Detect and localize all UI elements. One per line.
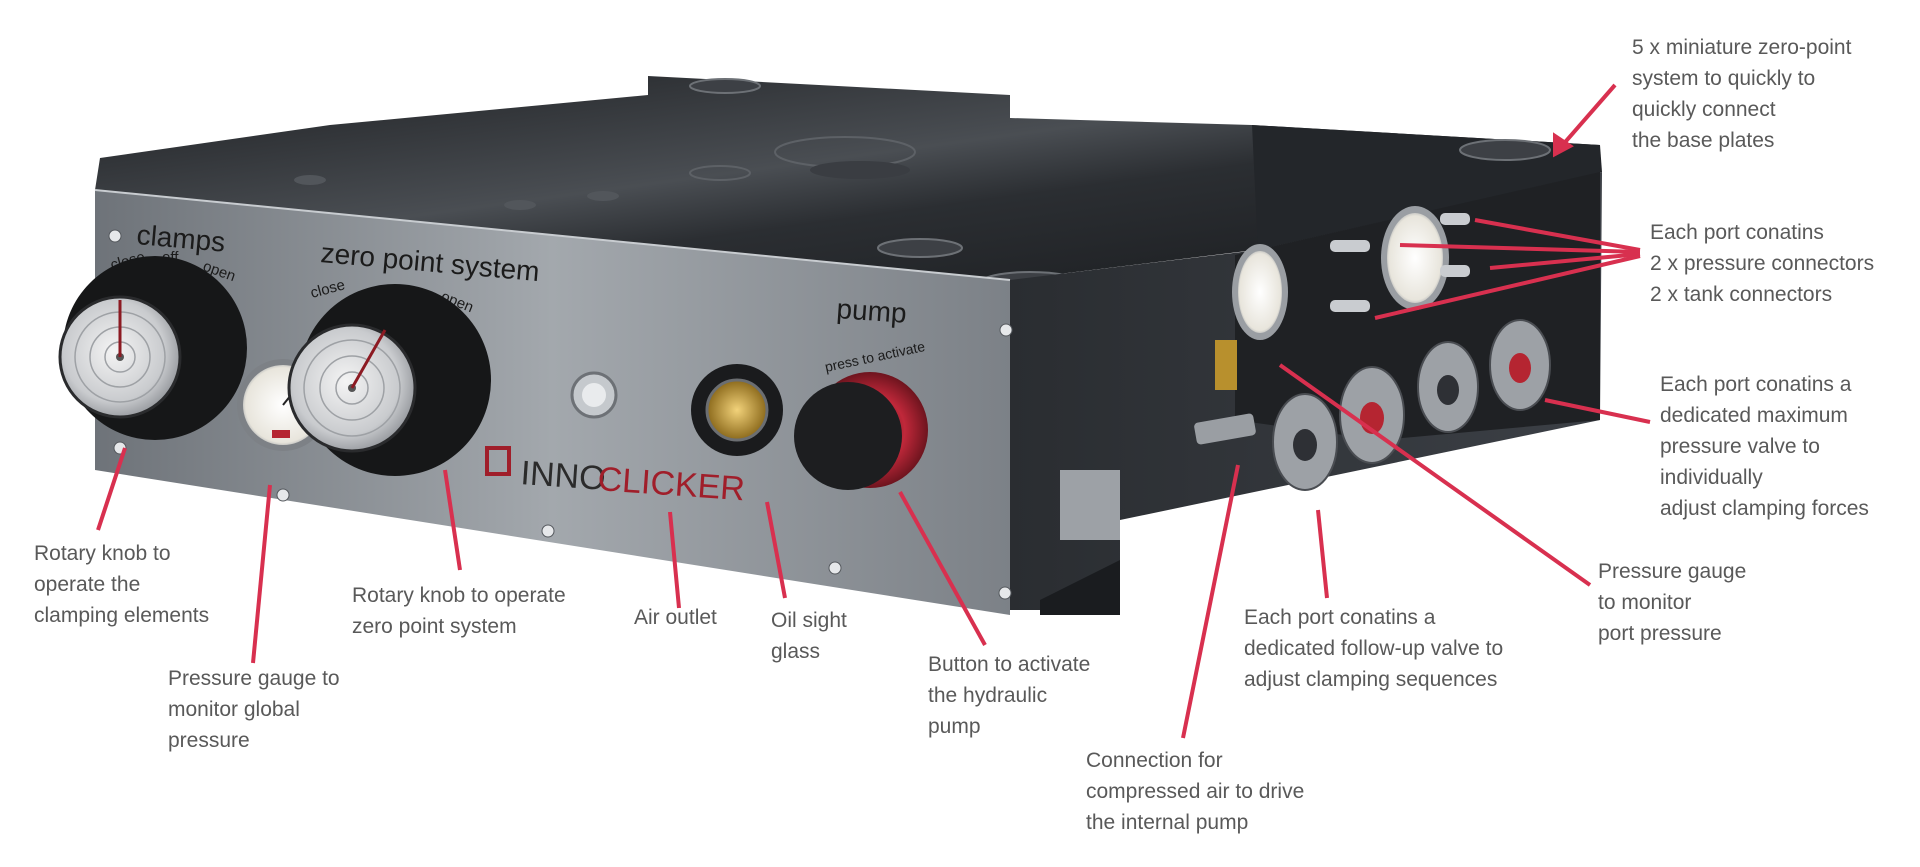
callout-zero-point-miniature: 5 x miniature zero-point system to quick…: [1632, 36, 1852, 152]
callout-hydraulic-button: Button to activate the hydraulic pump: [928, 653, 1091, 738]
panel-screw: [828, 561, 842, 575]
side-block: [1060, 470, 1120, 540]
zero-point-socket: [689, 78, 761, 94]
arrow-port-pressure-gauge: [1278, 363, 1592, 587]
panel-screw: [999, 323, 1013, 337]
arrow-clamp-knob: [96, 447, 127, 531]
arrow-zero-point-miniature: [1558, 83, 1617, 150]
panel-screw: [108, 229, 122, 243]
top-bolt: [587, 191, 619, 201]
brand-inno: INNO: [519, 454, 606, 498]
device-top-surface: [95, 76, 1602, 295]
arrow-port-connectors: [1489, 252, 1641, 270]
label-clamps: clamps: [135, 219, 226, 258]
front-panel: [94, 189, 1013, 615]
top-bolt: [504, 200, 536, 210]
compressed-air-connector: [1194, 413, 1256, 445]
zero-point-socket: [877, 238, 963, 258]
air-outlet: [570, 371, 618, 419]
top-recess-hole: [810, 161, 910, 179]
arrow-hydraulic-button: [898, 491, 987, 646]
arrow-global-gauge: [251, 484, 272, 664]
callout-max-pressure-valve: Each port conatins a dedicated maximum p…: [1660, 373, 1869, 520]
callout-global-gauge: Pressure gauge to monitor global pressur…: [168, 667, 340, 752]
callout-arrows: [96, 83, 1651, 739]
zero-point-knob[interactable]: [287, 284, 491, 476]
hydraulic-pump-button[interactable]: [794, 372, 928, 490]
clamp-knob[interactable]: [58, 256, 247, 440]
arrow-compressed-air: [1181, 464, 1240, 739]
callout-air-outlet: Air outlet: [634, 606, 717, 629]
port-pressure-gauge: [1232, 206, 1449, 340]
follow-up-valve: [1272, 341, 1479, 491]
brand-logo: INNO CLICKER: [485, 446, 746, 508]
callout-compressed-air: Connection for compressed air to drive t…: [1086, 749, 1305, 834]
callout-port-connectors: Each port conatins 2 x pressure connecto…: [1650, 221, 1875, 306]
oil-sight-glass: [691, 364, 783, 456]
callout-follow-up-valve: Each port conatins a dedicated follow-up…: [1244, 606, 1504, 691]
arrow-port-connectors: [1474, 218, 1641, 252]
panel-screw: [998, 586, 1012, 600]
brass-fitting: [1215, 340, 1237, 390]
arrow-follow-up-valve: [1316, 509, 1329, 599]
arrow-port-connectors: [1374, 254, 1641, 320]
callout-clamp-knob: Rotary knob to operate the clamping elem…: [34, 542, 210, 627]
arrow-air-outlet: [668, 511, 681, 609]
callout-zero-knob: Rotary knob to operate zero point system: [352, 584, 566, 638]
zero-point-socket: [1459, 139, 1551, 161]
top-bolt: [294, 175, 326, 185]
label-pump: pump: [836, 293, 908, 329]
panel-screw: [541, 524, 555, 538]
callout-port-pressure-gauge: Pressure gauge to monitor port pressure: [1598, 560, 1747, 645]
max-pressure-valve: [1339, 319, 1551, 464]
callout-oil-sight-glass: Oil sight glass: [771, 609, 847, 663]
port-connector: [1330, 213, 1470, 312]
arrow-port-connectors: [1399, 243, 1641, 254]
top-recess-small: [689, 165, 751, 181]
arrow-oil-sight-glass: [765, 501, 787, 599]
panel-screw: [276, 488, 290, 502]
arrow-zero-knob: [443, 469, 462, 571]
arrow-max-pressure-valve: [1544, 398, 1651, 424]
